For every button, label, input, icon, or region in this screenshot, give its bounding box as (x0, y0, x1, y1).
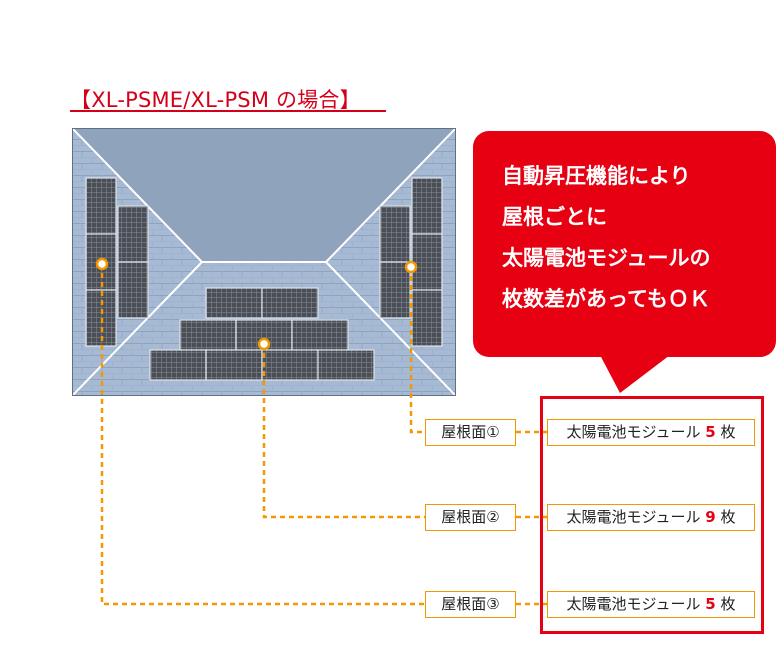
module-count-label-1: 太陽電池モジュール 5 枚 (547, 419, 755, 446)
callout-line: 屋根ごとに (502, 205, 607, 229)
module-count-label-2: 太陽電池モジュール 9 枚 (547, 504, 755, 531)
module-unit: 枚 (720, 423, 736, 441)
solar-panel (411, 177, 443, 235)
solar-panel (261, 349, 319, 381)
solar-panel (291, 319, 349, 351)
callout-line: 枚数差があってもＯＫ (502, 287, 710, 311)
solar-panel (261, 287, 319, 319)
solar-panel (205, 287, 263, 319)
solar-panel (179, 319, 237, 351)
module-count: 5 (705, 423, 716, 441)
panel-group-right (379, 177, 443, 347)
callout-tail (600, 355, 670, 393)
module-unit: 枚 (720, 595, 736, 613)
solar-panel (85, 177, 117, 235)
connector-face-1 (409, 267, 425, 434)
panel-group-bottom (149, 287, 375, 381)
marker-face-2 (257, 337, 271, 351)
solar-panel (379, 205, 411, 263)
solar-panel (411, 289, 443, 347)
roof-face-label-3: 屋根面③ (425, 591, 516, 618)
callout-line: 太陽電池モジュールの (502, 246, 711, 270)
callout-line: 自動昇圧機能により (502, 164, 691, 188)
module-text: 太陽電池モジュール (566, 508, 701, 526)
module-count: 9 (705, 508, 716, 526)
module-count-frame (540, 396, 764, 634)
connector-face-2 (262, 344, 425, 519)
solar-panel (205, 349, 263, 381)
marker-face-3 (95, 257, 109, 271)
roof-face-label-1: 屋根面① (425, 419, 516, 446)
roof-face-top (72, 128, 456, 262)
module-count-label-3: 太陽電池モジュール 5 枚 (547, 591, 755, 618)
marker-face-1 (404, 260, 418, 274)
solar-panel (317, 349, 375, 381)
solar-panel (117, 205, 149, 263)
callout-bubble (473, 131, 776, 357)
roof-face-label-2: 屋根面② (425, 504, 516, 531)
roof-illustration (72, 128, 456, 396)
callout-text: 自動昇圧機能により 屋根ごとに 太陽電池モジュールの 枚数差があってもＯＫ (502, 156, 772, 320)
module-text: 太陽電池モジュール (566, 595, 701, 613)
title-underline (70, 110, 386, 112)
panel-group-left (85, 177, 149, 347)
solar-panel (149, 349, 207, 381)
module-count: 5 (705, 595, 716, 613)
solar-panel (117, 261, 149, 319)
module-unit: 枚 (720, 508, 736, 526)
diagram-title: 【XL-PSME/XL-PSM の場合】 (70, 88, 361, 112)
module-text: 太陽電池モジュール (566, 423, 701, 441)
